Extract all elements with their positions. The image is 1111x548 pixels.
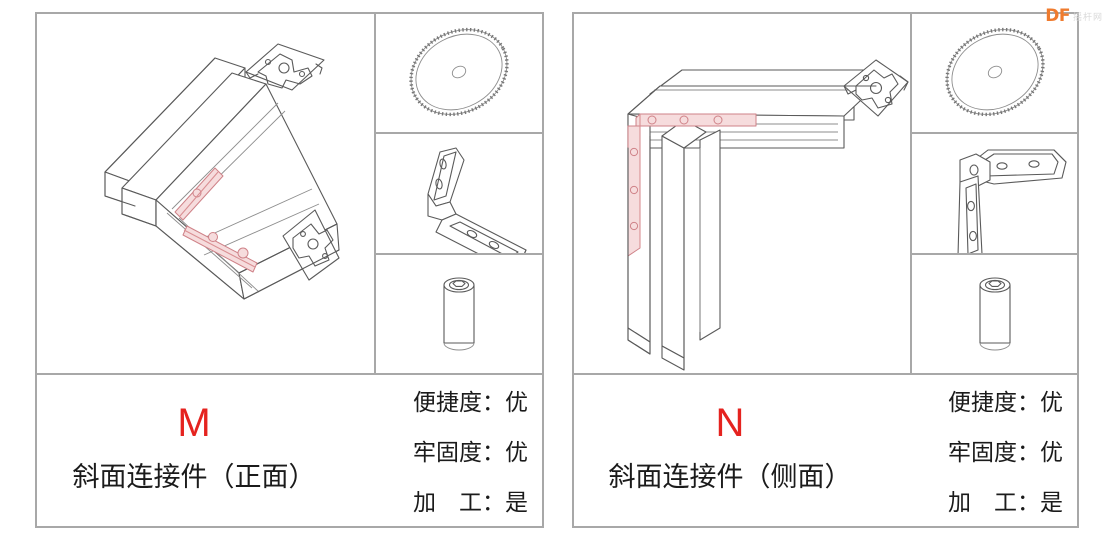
card-m-drawings — [37, 14, 542, 375]
card-n-drawings — [574, 14, 1078, 375]
thumbnail-angle-connector-front — [376, 134, 542, 255]
main-drawing-miter-joint-front — [37, 14, 376, 373]
card-n-thumbnails — [912, 14, 1078, 373]
part-code-letter: N — [715, 401, 745, 445]
card-m-thumbnails — [376, 14, 542, 373]
spec-machining: 加 工：是 — [948, 489, 1063, 516]
thumbnail-saw-blade — [912, 14, 1078, 135]
card-m-specs: 便捷度：优 牢固度：优 加 工：是 — [343, 375, 542, 526]
spec-convenience: 便捷度：优 — [948, 389, 1063, 416]
card-m-info: M 斜面连接件（正面） 便捷度：优 牢固度：优 加 工：是 — [37, 375, 542, 526]
spec-strength: 牢固度：优 — [948, 439, 1063, 466]
spec-strength: 牢固度：优 — [413, 439, 528, 466]
card-m-label: M 斜面连接件（正面） — [37, 375, 343, 526]
spec-convenience: 便捷度：优 — [413, 389, 528, 416]
thumbnail-hex-spacer — [376, 255, 542, 373]
part-name: 斜面连接件（正面） — [72, 462, 316, 493]
spec-machining: 加 工：是 — [413, 489, 528, 516]
card-n-specs: 便捷度：优 牢固度：优 加 工：是 — [878, 375, 1077, 526]
part-code-letter: M — [177, 401, 211, 445]
part-card-m: M 斜面连接件（正面） 便捷度：优 牢固度：优 加 工：是 — [35, 12, 544, 528]
card-n-info: N 斜面连接件（侧面） 便捷度：优 牢固度：优 加 工：是 — [574, 375, 1077, 526]
thumbnail-saw-blade — [376, 14, 542, 135]
card-n-label: N 斜面连接件（侧面） — [574, 375, 878, 526]
part-card-n: N 斜面连接件（侧面） 便捷度：优 牢固度：优 加 工：是 — [572, 12, 1079, 528]
thumbnail-angle-connector-side — [912, 134, 1078, 255]
part-name: 斜面连接件（侧面） — [608, 462, 852, 493]
thumbnail-hex-spacer — [912, 255, 1078, 373]
main-drawing-miter-joint-side — [574, 14, 912, 373]
